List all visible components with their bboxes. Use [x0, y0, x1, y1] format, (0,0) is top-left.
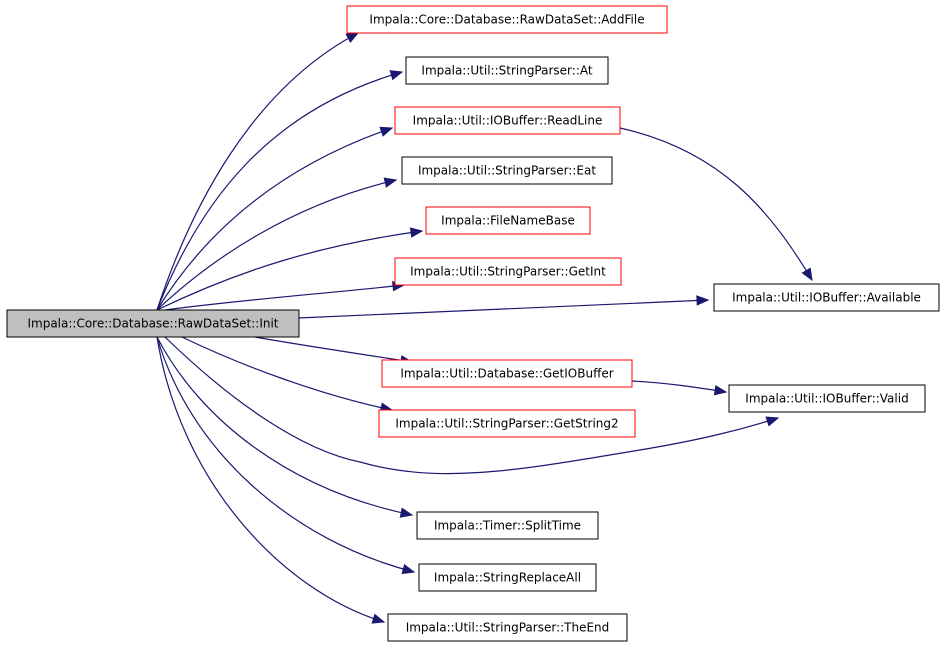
edge-line	[164, 284, 405, 311]
edge-line	[619, 127, 813, 281]
edge-init-to-valid	[164, 336, 780, 475]
edge-init-to-getstring2	[181, 336, 394, 413]
edge-init-to-addfile	[156, 32, 360, 311]
node-label: Impala::Util::StringParser::GetInt	[410, 265, 606, 279]
edge-init-to-filenamebase	[156, 227, 424, 311]
node-label: Impala::FileNameBase	[441, 214, 575, 228]
edge-line	[156, 336, 385, 623]
arrowhead	[409, 227, 424, 238]
arrowhead	[379, 126, 394, 137]
node-box	[401, 156, 613, 185]
edge-line	[156, 71, 403, 311]
edge-init-to-theend	[156, 336, 386, 624]
edge-line	[181, 336, 393, 411]
node-label: Impala::Util::StringParser::Eat	[418, 164, 596, 178]
node-label: Impala::Core::Database::RawDataSet::Init	[27, 317, 278, 331]
edge-line	[156, 230, 423, 311]
node-label: Impala::Util::Database::GetIOBuffer	[400, 367, 613, 381]
edge-init-to-readline	[156, 126, 394, 311]
node-box	[425, 206, 591, 235]
node-label: Impala::Timer::SplitTime	[434, 519, 581, 533]
node-box	[346, 5, 668, 34]
arrowhead	[801, 267, 813, 282]
node-label: Impala::Util::StringParser::GetString2	[395, 417, 618, 431]
arrowhead	[401, 564, 416, 575]
edge-init-to-eat	[156, 177, 398, 311]
node-box	[6, 309, 300, 338]
node-eat[interactable]: Impala::Util::StringParser::Eat	[401, 156, 613, 185]
node-at[interactable]: Impala::Util::StringParser::At	[405, 56, 609, 85]
node-box	[394, 106, 621, 135]
arrowhead	[345, 32, 360, 44]
arrowhead	[389, 70, 404, 81]
node-label: Impala::Core::Database::RawDataSet::AddF…	[369, 13, 644, 27]
edge-init-to-getint	[164, 280, 406, 311]
edge-getiobuffer-to-valid	[631, 380, 728, 396]
edge-init-to-available	[297, 295, 710, 319]
node-label: Impala::Util::IOBuffer::ReadLine	[413, 114, 603, 128]
node-label: Impala::Util::StringParser::At	[421, 64, 592, 78]
edge-line	[156, 336, 415, 573]
node-stringreplaceall[interactable]: Impala::StringReplaceAll	[418, 563, 597, 592]
edge-line	[156, 336, 413, 516]
edge-line	[164, 336, 779, 475]
arrowhead	[371, 613, 386, 624]
node-label: Impala::Util::StringParser::TheEnd	[406, 621, 610, 635]
node-splittime[interactable]: Impala::Timer::SplitTime	[416, 511, 599, 540]
node-box	[418, 563, 597, 592]
node-getiobuffer[interactable]: Impala::Util::Database::GetIOBuffer	[381, 359, 633, 388]
edge-readline-to-available	[619, 127, 813, 282]
edge-line	[254, 336, 413, 363]
node-valid[interactable]: Impala::Util::IOBuffer::Valid	[728, 384, 926, 413]
node-theend[interactable]: Impala::Util::StringParser::TheEnd	[387, 613, 628, 642]
node-box	[728, 384, 926, 413]
arrowhead	[765, 416, 780, 427]
node-box	[387, 613, 628, 642]
arrowhead	[713, 385, 728, 396]
node-box	[394, 257, 622, 286]
arrowhead	[399, 507, 414, 518]
node-box	[416, 511, 599, 540]
node-label: Impala::Util::IOBuffer::Available	[732, 291, 921, 305]
edge-line	[156, 32, 359, 311]
node-box	[713, 283, 940, 312]
arrowhead	[696, 295, 710, 306]
edge-line	[156, 127, 393, 311]
node-box	[405, 56, 609, 85]
node-box	[381, 359, 633, 388]
node-addfile[interactable]: Impala::Core::Database::RawDataSet::AddF…	[346, 5, 668, 34]
node-getstring2[interactable]: Impala::Util::StringParser::GetString2	[378, 409, 636, 438]
node-readline[interactable]: Impala::Util::IOBuffer::ReadLine	[394, 106, 621, 135]
edge-init-to-at	[156, 70, 404, 311]
node-box	[378, 409, 636, 438]
node-available[interactable]: Impala::Util::IOBuffer::Available	[713, 283, 940, 312]
node-label: Impala::Util::IOBuffer::Valid	[745, 392, 908, 406]
edge-line	[297, 299, 709, 319]
edge-line	[631, 380, 727, 393]
edge-init-to-splittime	[156, 336, 414, 518]
edges-layer	[156, 32, 813, 624]
node-filenamebase[interactable]: Impala::FileNameBase	[425, 206, 591, 235]
edge-line	[156, 179, 397, 311]
node-init[interactable]: Impala::Core::Database::RawDataSet::Init	[6, 309, 300, 338]
node-label: Impala::StringReplaceAll	[434, 571, 581, 585]
arrowhead	[383, 177, 398, 188]
node-getint[interactable]: Impala::Util::StringParser::GetInt	[394, 257, 622, 286]
nodes-layer: Impala::Core::Database::RawDataSet::Init…	[6, 5, 940, 642]
edge-init-to-stringreplaceall	[156, 336, 416, 575]
